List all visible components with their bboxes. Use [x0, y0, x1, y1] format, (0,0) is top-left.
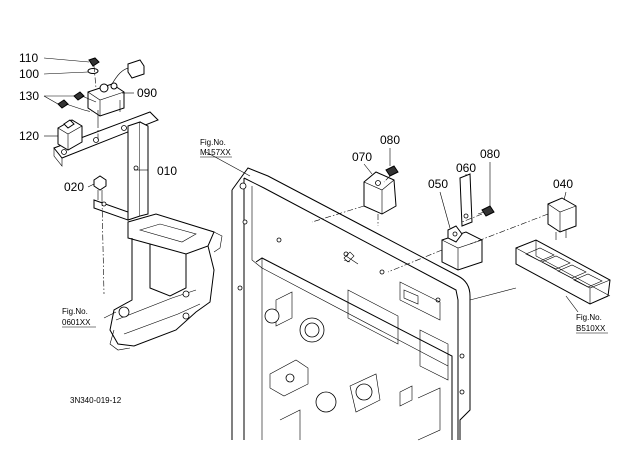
socket-holder-drawing [515, 239, 611, 305]
fig-ref-0601-title: Fig.No. [62, 307, 88, 316]
label-050: 050 [428, 177, 448, 191]
label-060: 060 [456, 161, 476, 175]
relay-090-drawing [87, 59, 145, 122]
controller-070-drawing [363, 171, 397, 215]
label-090: 090 [137, 86, 157, 100]
screw-080b-drawing [477, 205, 495, 217]
label-010: 010 [157, 164, 177, 178]
screws-130-drawing [57, 91, 97, 111]
label-070: 070 [352, 150, 372, 164]
label-100: 100 [19, 67, 39, 81]
label-110: 110 [19, 51, 38, 65]
label-130: 130 [19, 89, 39, 103]
label-040: 040 [553, 177, 573, 191]
relay-040-drawing [547, 197, 577, 240]
label-080-upper: 080 [380, 133, 400, 147]
nut-washer-drawing [87, 57, 100, 74]
label-120: 120 [19, 129, 39, 143]
screw-080a-drawing [385, 165, 399, 177]
fig-ref-0601-code: 0601XX [62, 318, 91, 327]
plate-060-drawing [459, 173, 473, 227]
relay-120-drawing [57, 119, 83, 151]
fig-ref-b510-title: Fig.No. [576, 313, 602, 322]
fig-ref-m157-title: Fig.No. [200, 138, 226, 147]
fig-ref-m157: Fig.No. M157XX [200, 138, 232, 158]
label-080-right: 080 [480, 147, 500, 161]
fig-ref-m157-code: M157XX [200, 148, 231, 157]
dash-dot-lines [83, 65, 549, 295]
fig-ref-0601: Fig.No. 0601XX [62, 307, 96, 328]
drawing-code: 3N340-019-12 [70, 396, 122, 405]
fig-ref-b510: Fig.No. B510XX [576, 313, 608, 334]
bolt-020-drawing [93, 175, 107, 200]
box-050-drawing [441, 225, 483, 271]
label-020: 020 [64, 180, 84, 194]
leader-lines [43, 57, 579, 319]
main-panel-drawing [231, 167, 471, 441]
frame-casting-drawing [109, 213, 223, 351]
fig-ref-b510-code: B510XX [576, 324, 606, 333]
